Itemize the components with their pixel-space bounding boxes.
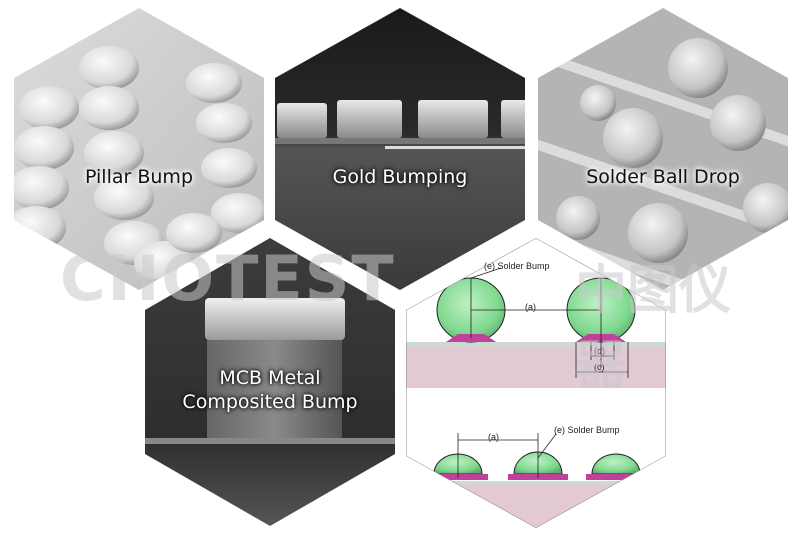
top-solder-bump-callout: (e) Solder Bump (484, 261, 550, 271)
tile-solder-ball-drop: Solder Ball Drop (538, 8, 788, 290)
mcb-bump-image (145, 238, 395, 526)
bottom-solder-bump-callout: (e) Solder Bump (554, 425, 620, 435)
bottom-pitch-label: (a) (488, 432, 499, 442)
tile-mcb-bump: MCB Metal Composited Bump (145, 238, 395, 526)
solder-bump-diagram (406, 238, 666, 528)
mcb-label-line2: Composited Bump (182, 391, 358, 413)
solder-ball-drop-image (538, 8, 788, 290)
gold-bumping-image (275, 8, 525, 290)
dim-d-label: (d) (594, 346, 605, 356)
tile-pillar-bump: Pillar Bump (14, 8, 264, 290)
pillar-bump-label: Pillar Bump (84, 166, 194, 188)
pillar-bump-image (14, 8, 264, 290)
gold-bumping-label: Gold Bumping (332, 166, 468, 188)
tile-gold-bumping: Gold Bumping (275, 8, 525, 290)
mcb-bump-label: MCB Metal Composited Bump (145, 366, 395, 414)
solder-ball-drop-label: Solder Ball Drop (586, 166, 740, 188)
top-pitch-label: (a) (525, 302, 536, 312)
mcb-label-line1: MCB Metal (219, 367, 321, 389)
tile-solder-bump-diagram: (e) Solder Bump (a) (d) (c) (a) (e) Sold… (406, 238, 666, 528)
dim-c-label: (c) (594, 362, 605, 372)
